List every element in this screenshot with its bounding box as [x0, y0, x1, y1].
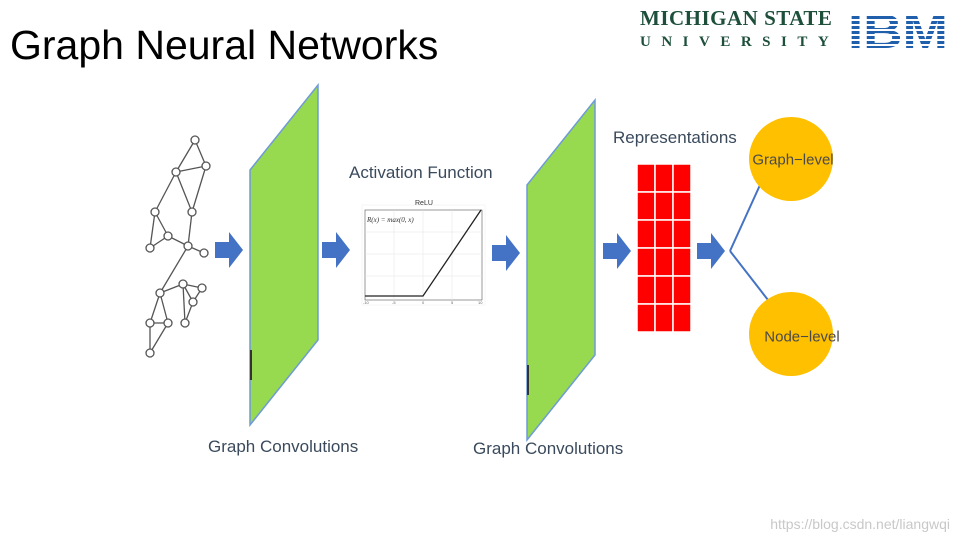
graph-convolutions-label-1: Graph Convolutions [208, 437, 359, 456]
relu-formula: R(x) = max(0, x) [367, 216, 414, 224]
representation-cell [672, 163, 692, 193]
graph-convolutions-label-2: Graph Convolutions [473, 439, 624, 458]
relu-plot-title: ReLU [415, 200, 433, 207]
relu-curve [365, 209, 482, 297]
representation-cell [672, 191, 692, 221]
msu-logo-line2: UNIVERSITY [640, 34, 840, 50]
svg-text:10: 10 [478, 300, 483, 305]
graph-level-label: Graph−level [752, 151, 834, 169]
ibm-logo-text: IBM [848, 6, 948, 52]
slide-title: Graph Neural Networks [10, 22, 439, 68]
arrow-4 [603, 233, 631, 269]
representation-cell [672, 303, 692, 333]
representation-cell [654, 219, 674, 249]
watermark: https://blog.csdn.net/liangwqi [770, 516, 950, 532]
representation-cell [636, 247, 656, 277]
svg-text:0: 0 [422, 300, 425, 305]
representation-cell [654, 303, 674, 333]
representation-cell [636, 191, 656, 221]
representation-cell [636, 219, 656, 249]
relu-plot: -10 -5 0 5 10 [361, 204, 486, 306]
representation-cell [654, 247, 674, 277]
activation-function-label: Activation Function [349, 163, 493, 182]
arrow-5 [697, 233, 725, 269]
arrow-3 [492, 235, 520, 271]
node-level-node [749, 292, 833, 376]
representation-cell [672, 219, 692, 249]
representations-label: Representations [613, 128, 737, 147]
representation-cell [654, 191, 674, 221]
node-level-label: Node−level [764, 328, 840, 346]
graph-conv-layer-1 [249, 82, 319, 428]
input-graph [145, 135, 211, 358]
svg-text:-5: -5 [392, 300, 396, 305]
representation-grid [636, 163, 692, 333]
svg-text:5: 5 [451, 300, 454, 305]
representation-cell [636, 303, 656, 333]
representation-cell [672, 247, 692, 277]
flow-arrows [215, 232, 725, 271]
representation-cell [636, 163, 656, 193]
branch-lines [729, 184, 769, 301]
representation-cell [654, 163, 674, 193]
representation-cell [636, 275, 656, 305]
msu-logo: MICHIGAN STATE UNIVERSITY [640, 6, 839, 51]
representation-cell [672, 275, 692, 305]
msu-logo-line1: MICHIGAN STATE [640, 6, 833, 30]
ibm-logo: IBM [848, 6, 948, 52]
arrow-2 [322, 232, 350, 268]
graph-conv-layer-2 [526, 97, 596, 443]
representation-cell [654, 275, 674, 305]
svg-text:-10: -10 [363, 300, 370, 305]
graph-level-node [749, 117, 833, 201]
arrow-1 [215, 232, 243, 268]
